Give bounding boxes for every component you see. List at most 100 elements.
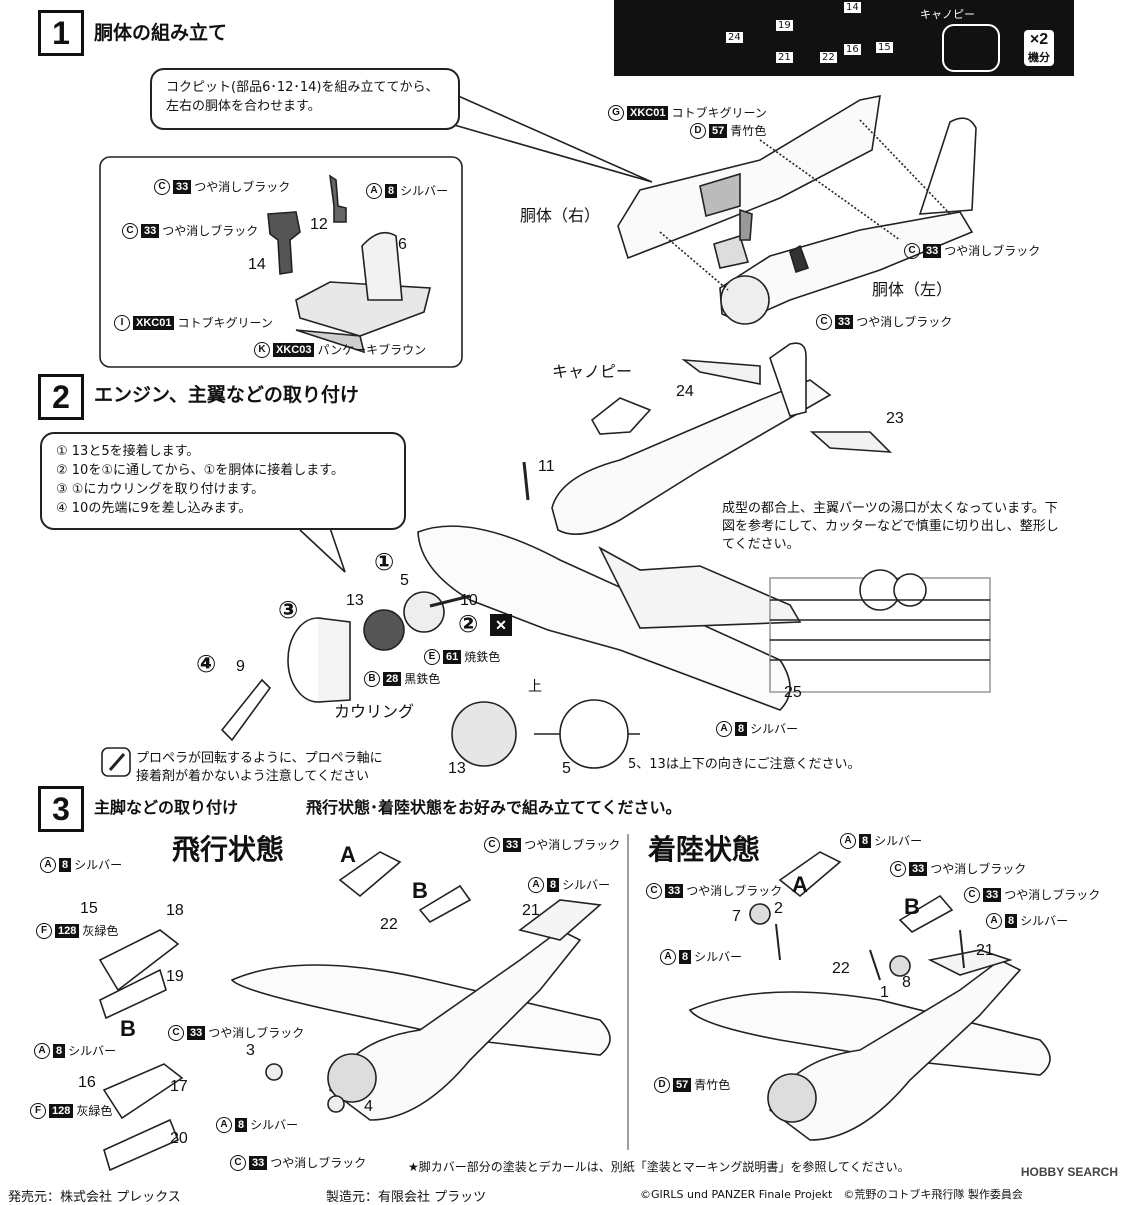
- paint-callout: C 33 つや消しブラック: [122, 222, 258, 239]
- paint-circle: C: [904, 242, 920, 259]
- paint-callout: F 128 灰緑色: [36, 922, 118, 939]
- paint-circle: C: [122, 222, 138, 239]
- paint-callout: C 33 つや消しブラック: [904, 242, 1040, 259]
- part-21-label: 21: [976, 942, 994, 959]
- paint-callout: D 57 青竹色: [654, 1076, 730, 1093]
- cowling-label: カウリング: [334, 702, 415, 721]
- paint-code: XKC01: [133, 315, 175, 330]
- paint-code: 57: [673, 1077, 692, 1092]
- paint-code: 128: [55, 923, 80, 938]
- paint-code: 33: [249, 1155, 268, 1170]
- part-24-label: 24: [676, 383, 694, 400]
- substep-marker: ③: [278, 596, 299, 624]
- paint-callout: A 8 シルバー: [216, 1116, 298, 1133]
- paint-code: 33: [173, 179, 192, 194]
- paint-circle: B: [364, 670, 380, 687]
- quantity-bottom: 機分: [1028, 51, 1050, 64]
- paint-circle: G: [608, 104, 624, 121]
- substep-marker: ②: [458, 610, 479, 638]
- part-6-label: 6: [398, 236, 407, 253]
- paint-callout: G XKC01 コトブキグリーン: [608, 104, 767, 121]
- landing-state-heading: 着陸状態: [648, 833, 761, 866]
- step-3-subtitle: 飛行状態･着陸状態をお好みで組み立ててください。: [306, 798, 682, 817]
- part-18-label: 18: [166, 902, 184, 919]
- paint-callout: A 8 シルバー: [840, 832, 922, 849]
- paint-name: つや消しブラック: [162, 224, 259, 238]
- paint-callout: C 33 つや消しブラック: [646, 882, 782, 899]
- runner-part-number: 21: [776, 52, 793, 63]
- step-1-callout-text: コクピット(部品6･12･14)を組み立ててから、左右の胴体を合わせます。: [166, 80, 439, 114]
- paint-circle: A: [216, 1116, 232, 1133]
- paint-name: 青竹色: [730, 124, 767, 138]
- paint-code: 57: [709, 123, 728, 138]
- paint-code: 33: [141, 223, 160, 238]
- cover-a-label: A: [792, 872, 808, 897]
- step-1-title: 胴体の組み立て: [94, 22, 228, 44]
- runner-part-number: 15: [876, 42, 893, 53]
- part-22-label: 22: [380, 916, 398, 933]
- paint-callout: A 8 シルバー: [40, 856, 122, 873]
- instruction-line: ③ ①にカウリングを取り付けます。: [56, 482, 265, 497]
- paint-callout: A 8 シルバー: [366, 182, 448, 199]
- paint-name: シルバー: [74, 858, 123, 872]
- part-11-label: 11: [538, 458, 555, 475]
- paint-name: つや消しブラック: [524, 838, 621, 852]
- fuselage-right-label: 胴体（右）: [520, 206, 601, 225]
- part-3-label: 3: [246, 1042, 255, 1059]
- step-2-number: 2: [38, 374, 84, 420]
- step-1-number: 1: [38, 10, 84, 56]
- part-20-label: 20: [170, 1130, 188, 1147]
- canopy-label: キャノピー: [920, 8, 975, 21]
- paint-name: 黒鉄色: [404, 672, 441, 686]
- attach-x-icon: ✕: [490, 614, 512, 636]
- canopy-label: キャノピー: [552, 362, 633, 381]
- part-25-label: 25: [784, 684, 802, 701]
- paint-name: パンケーキブラウン: [317, 343, 427, 357]
- part-17-label: 17: [170, 1078, 188, 1095]
- paint-code: 128: [49, 1103, 74, 1118]
- instruction-line: ④ 10の先端に9を差し込みます。: [56, 501, 252, 516]
- paint-code: 8: [53, 1043, 66, 1058]
- paint-code: 8: [547, 877, 560, 892]
- part-5-label: 5: [400, 572, 409, 589]
- paint-callout: K XKC03 パンケーキブラウン: [254, 341, 426, 358]
- cover-b-label: B: [904, 894, 920, 919]
- paint-circle: I: [114, 314, 130, 331]
- fuselage-left-label: 胴体（左）: [872, 280, 953, 299]
- paint-callout: C 33 つや消しブラック: [154, 178, 290, 195]
- paint-code: 33: [503, 837, 522, 852]
- wing-gate-note: 成型の都合上、主翼パーツの湯口が太くなっています。下図を参考にして、カッターなど…: [722, 501, 1059, 552]
- part-13-label: 13: [346, 592, 364, 609]
- part-7-label: 7: [732, 908, 741, 925]
- paint-circle: A: [716, 720, 732, 737]
- paint-code: 8: [735, 721, 748, 736]
- step-2-title: エンジン、主翼などの取り付け: [94, 384, 359, 406]
- paint-name: つや消しブラック: [208, 1026, 305, 1040]
- runner-part-number: 24: [726, 32, 743, 43]
- paint-circle: C: [168, 1024, 184, 1041]
- paint-callout: C 33 つや消しブラック: [890, 860, 1026, 877]
- paint-callout: A 8 シルバー: [528, 876, 610, 893]
- part-4-label: 4: [364, 1098, 373, 1115]
- step-3-number: 3: [38, 786, 84, 832]
- part-22-label: 22: [832, 960, 850, 977]
- part-9-label: 9: [236, 658, 245, 675]
- paint-name: つや消しブラック: [194, 180, 291, 194]
- part-19-label: 19: [166, 968, 184, 985]
- step-1-callout: コクピット(部品6･12･14)を組み立ててから、左右の胴体を合わせます。: [150, 68, 460, 130]
- up-label: 上: [528, 679, 542, 695]
- part-8-label: 8: [902, 974, 911, 991]
- paint-callout: A 8 シルバー: [716, 720, 798, 737]
- paint-name: つや消しブラック: [944, 244, 1041, 258]
- paint-callout: D 57 青竹色: [690, 122, 766, 139]
- paint-name: つや消しブラック: [1004, 888, 1101, 902]
- cover-b-label: B: [120, 1016, 136, 1041]
- paint-circle: F: [30, 1102, 46, 1119]
- watermark-logo: HOBBY SEARCH: [1020, 1165, 1118, 1179]
- paint-name: シルバー: [750, 722, 799, 736]
- orientation-note: 5、13は上下の向きにご注意ください。: [628, 757, 861, 772]
- cover-b-label: B: [412, 878, 428, 903]
- paint-name: シルバー: [250, 1118, 299, 1132]
- paint-circle: A: [660, 948, 676, 965]
